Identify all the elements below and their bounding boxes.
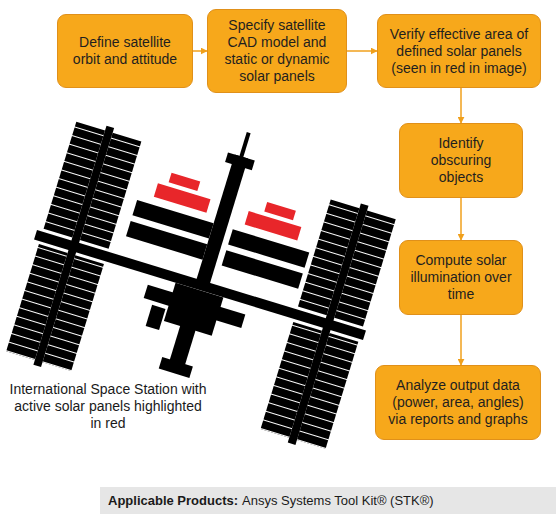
process-box: Compute solar illumination over time [399,240,523,315]
process-box: Identify obscuring objects [399,123,523,198]
product-name: Ansys Systems Tool Kit® (STK®) [242,493,434,508]
process-box: Specify satellite CAD model and static o… [207,9,347,93]
product-label: Applicable Products: [108,493,238,508]
flow-arrow [460,198,462,240]
illustration-caption: International Space Station with active … [8,381,208,432]
flow-arrow [193,50,207,52]
process-box: Analyze output data (power, area, angles… [375,365,541,440]
process-box: Define satellite orbit and attitude [57,14,193,88]
step-text: Specify satellite CAD model and static o… [216,17,338,85]
flow-arrow [460,315,462,365]
step-text: Verify effective area of defined solar p… [386,26,532,77]
step-text: Analyze output data (power, area, angles… [384,377,532,428]
process-box: Verify effective area of defined solar p… [377,14,541,88]
step-text: Identify obscuring objects [408,135,514,186]
step-text: Compute solar illumination over time [408,252,514,303]
step-text: Define satellite orbit and attitude [66,34,184,68]
iss-body [0,82,411,455]
flow-arrow [347,50,377,52]
product-bar: Applicable Products: Ansys Systems Tool K… [100,487,556,514]
flow-arrow [460,88,462,123]
